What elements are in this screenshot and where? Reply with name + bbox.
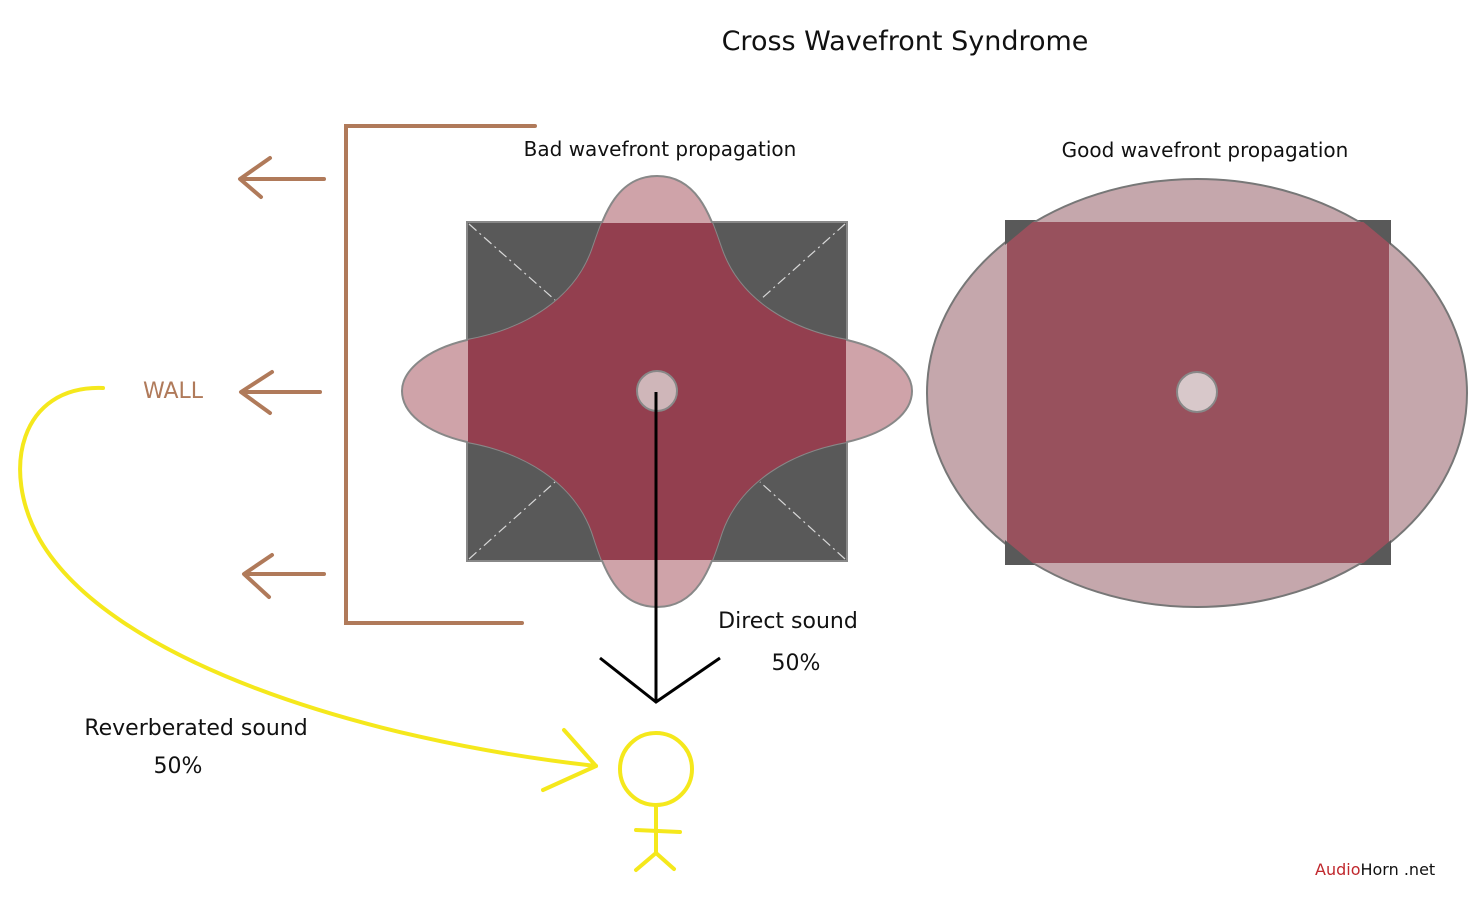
direct-sound-label: Direct sound bbox=[718, 609, 858, 634]
good-horn-driver bbox=[1176, 371, 1218, 413]
good-wavefront-label: Good wavefront propagation bbox=[1062, 138, 1349, 162]
bad-horn-diagonals bbox=[468, 223, 846, 560]
bad-wavefront-label: Bad wavefront propagation bbox=[524, 137, 797, 161]
reverb-sound-arrow bbox=[18, 385, 598, 792]
listener-figure bbox=[618, 731, 694, 872]
wall-arrow-bottom bbox=[242, 553, 326, 599]
diagram-title: Cross Wavefront Syndrome bbox=[722, 26, 1089, 57]
direct-sound-percent: 50% bbox=[772, 651, 821, 676]
wall-bracket bbox=[344, 124, 537, 625]
wall-label: WALL bbox=[143, 379, 204, 404]
wall-arrow-middle bbox=[239, 370, 322, 415]
reverb-sound-percent: 50% bbox=[154, 754, 203, 779]
reverb-sound-label: Reverberated sound bbox=[84, 716, 307, 741]
bad-horn bbox=[400, 174, 914, 609]
good-horn bbox=[926, 178, 1468, 608]
wall-arrow-top bbox=[238, 156, 326, 199]
brand-logo: AudioHorn .net bbox=[1315, 860, 1435, 879]
direct-sound-arrow bbox=[599, 392, 721, 704]
